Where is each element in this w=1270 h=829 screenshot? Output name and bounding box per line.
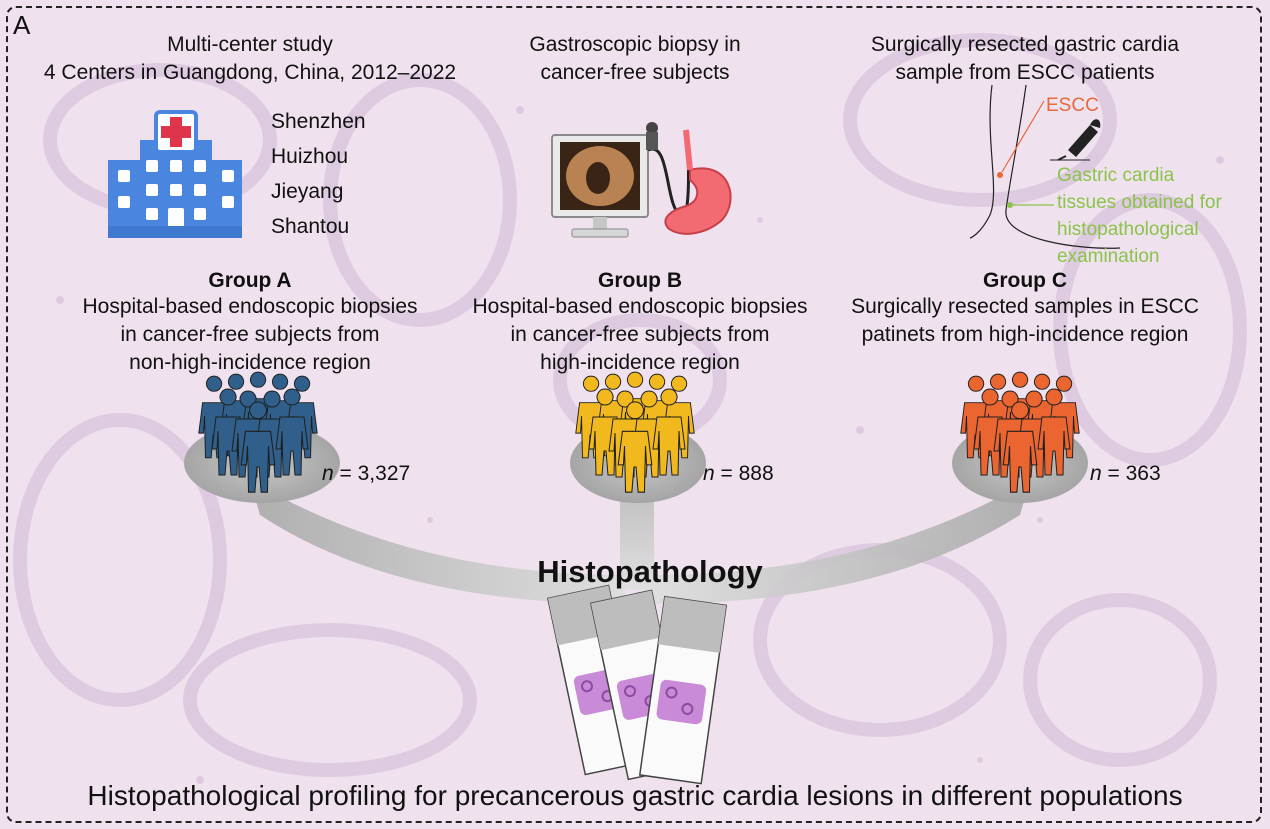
cardia-label: Gastric cardia	[1057, 165, 1175, 186]
gastroscopic-subtitle: cancer-free subjects	[540, 61, 730, 84]
city-label: Jieyang	[271, 180, 344, 203]
escc-marker	[997, 172, 1003, 178]
group-c-description: Surgically resected samples in ESCC	[851, 295, 1199, 318]
cardia-label: histopathological	[1057, 219, 1199, 240]
histopathology-label: Histopathology	[537, 554, 763, 589]
group-a-description: in cancer-free subjects from	[120, 323, 380, 346]
person-figure	[240, 401, 276, 493]
group-b-title: Group B	[598, 269, 682, 292]
hospital-icon	[108, 110, 242, 238]
pen-hand-icon	[1050, 119, 1101, 161]
group-c-count: n = 363	[1090, 459, 1161, 489]
n-symbol: n	[703, 462, 715, 485]
group-c-description: patinets from high-incidence region	[861, 323, 1189, 346]
person-figure	[1002, 401, 1038, 493]
group-a-count: n = 3,327	[322, 459, 410, 489]
group-a-description: non-high-incidence region	[129, 351, 371, 374]
cardia-label: examination	[1057, 246, 1160, 267]
n-symbol: n	[322, 462, 334, 485]
group-b-count: n = 888	[703, 459, 774, 489]
people-group-icon	[575, 371, 695, 493]
gastroscopic-title: Gastroscopic biopsy in	[529, 33, 741, 56]
person-figure	[275, 388, 309, 476]
surgical-subtitle: sample from ESCC patients	[895, 61, 1155, 84]
escc-label: ESCC	[1046, 95, 1099, 116]
person-figure	[1037, 388, 1071, 476]
multicenter-title: Multi-center study	[167, 33, 333, 56]
cardia-marker	[1007, 202, 1013, 208]
microscope-slide-icon	[546, 584, 728, 785]
group-b-count-value: = 888	[720, 462, 774, 485]
person-figure	[652, 388, 686, 476]
group-b-description: Hospital-based endoscopic biopsies	[472, 295, 808, 318]
endoscope-monitor-icon	[551, 122, 690, 238]
group-a-count-value: = 3,327	[339, 462, 411, 485]
city-label: Shantou	[271, 215, 350, 238]
person-figure	[617, 401, 653, 493]
esophagus-outline-icon	[969, 84, 1121, 249]
people-group-icon	[198, 371, 318, 493]
panel-letter: A	[13, 10, 31, 40]
group-a-title: Group A	[208, 269, 292, 292]
group-b-description: in cancer-free subjects from	[510, 323, 770, 346]
dashed-frame	[6, 6, 1262, 823]
group-c-title: Group C	[983, 269, 1067, 292]
group-a-description: Hospital-based endoscopic biopsies	[82, 295, 418, 318]
stomach-icon	[664, 129, 732, 235]
city-label: Huizhou	[271, 145, 349, 168]
connector-arm-a	[250, 480, 625, 604]
multicenter-subtitle: 4 Centers in Guangdong, China, 2012–2022	[43, 61, 457, 84]
city-label: Shenzhen	[271, 110, 366, 133]
escc-leader	[1001, 100, 1045, 173]
connector-arm-c	[650, 480, 1030, 604]
n-symbol: n	[1090, 462, 1102, 485]
figure-caption: Histopathological profiling for precance…	[87, 780, 1183, 811]
group-b-description: high-incidence region	[540, 351, 740, 374]
group-c-count-value: = 363	[1107, 462, 1161, 485]
people-group-icon	[960, 371, 1080, 493]
cardia-label: tissues obtained for	[1057, 192, 1222, 213]
surgical-title: Surgically resected gastric cardia	[870, 33, 1180, 56]
